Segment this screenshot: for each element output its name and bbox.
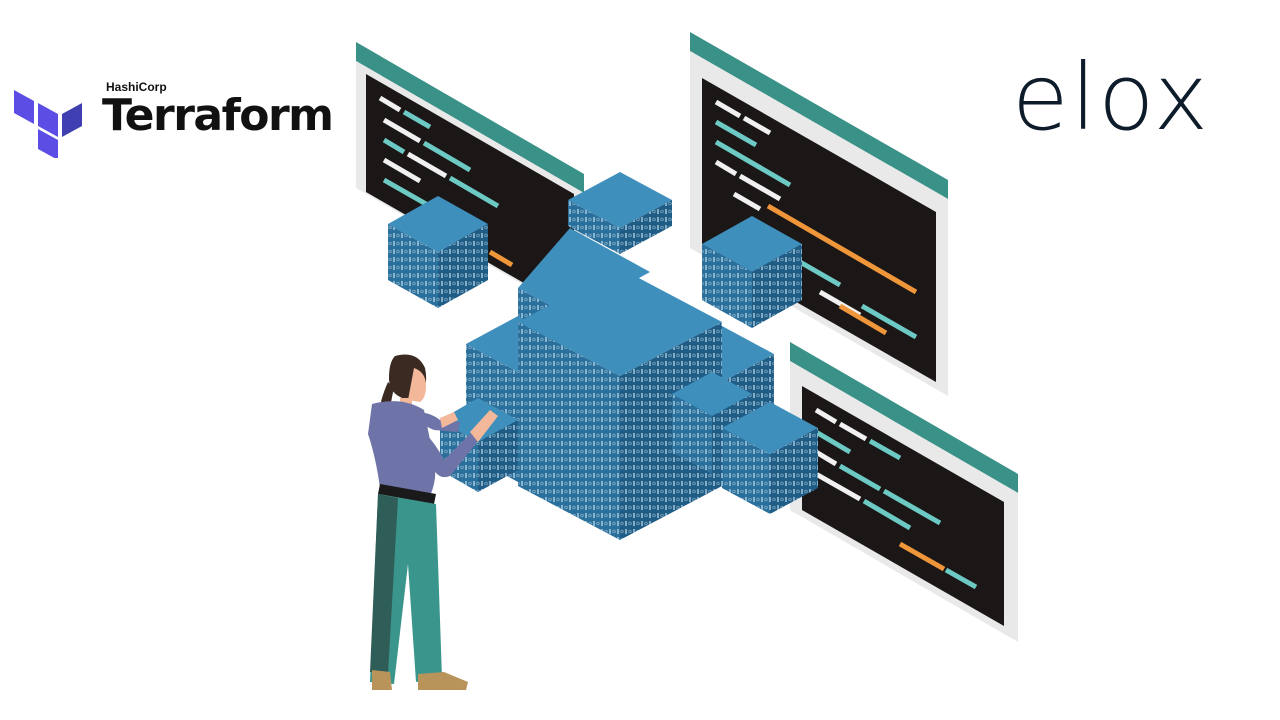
- data-cube: [702, 216, 802, 328]
- elox-logo: elox: [1012, 44, 1211, 151]
- person-figure: [368, 354, 498, 690]
- terraform-logo: HashiCorp Terraform: [14, 78, 334, 160]
- data-cube-cluster: [388, 172, 818, 540]
- code-panel-bottom-right: [790, 342, 1018, 642]
- hashicorp-label: HashiCorp: [106, 80, 167, 94]
- data-cube-large: [518, 268, 722, 540]
- data-cube: [568, 172, 672, 254]
- code-panel-top-left: [356, 42, 584, 320]
- data-cube: [388, 196, 488, 308]
- terraform-label: Terraform: [102, 90, 334, 141]
- code-panel-top-right: [690, 32, 948, 396]
- data-cube: [722, 402, 818, 514]
- terraform-mark-icon: [14, 90, 82, 158]
